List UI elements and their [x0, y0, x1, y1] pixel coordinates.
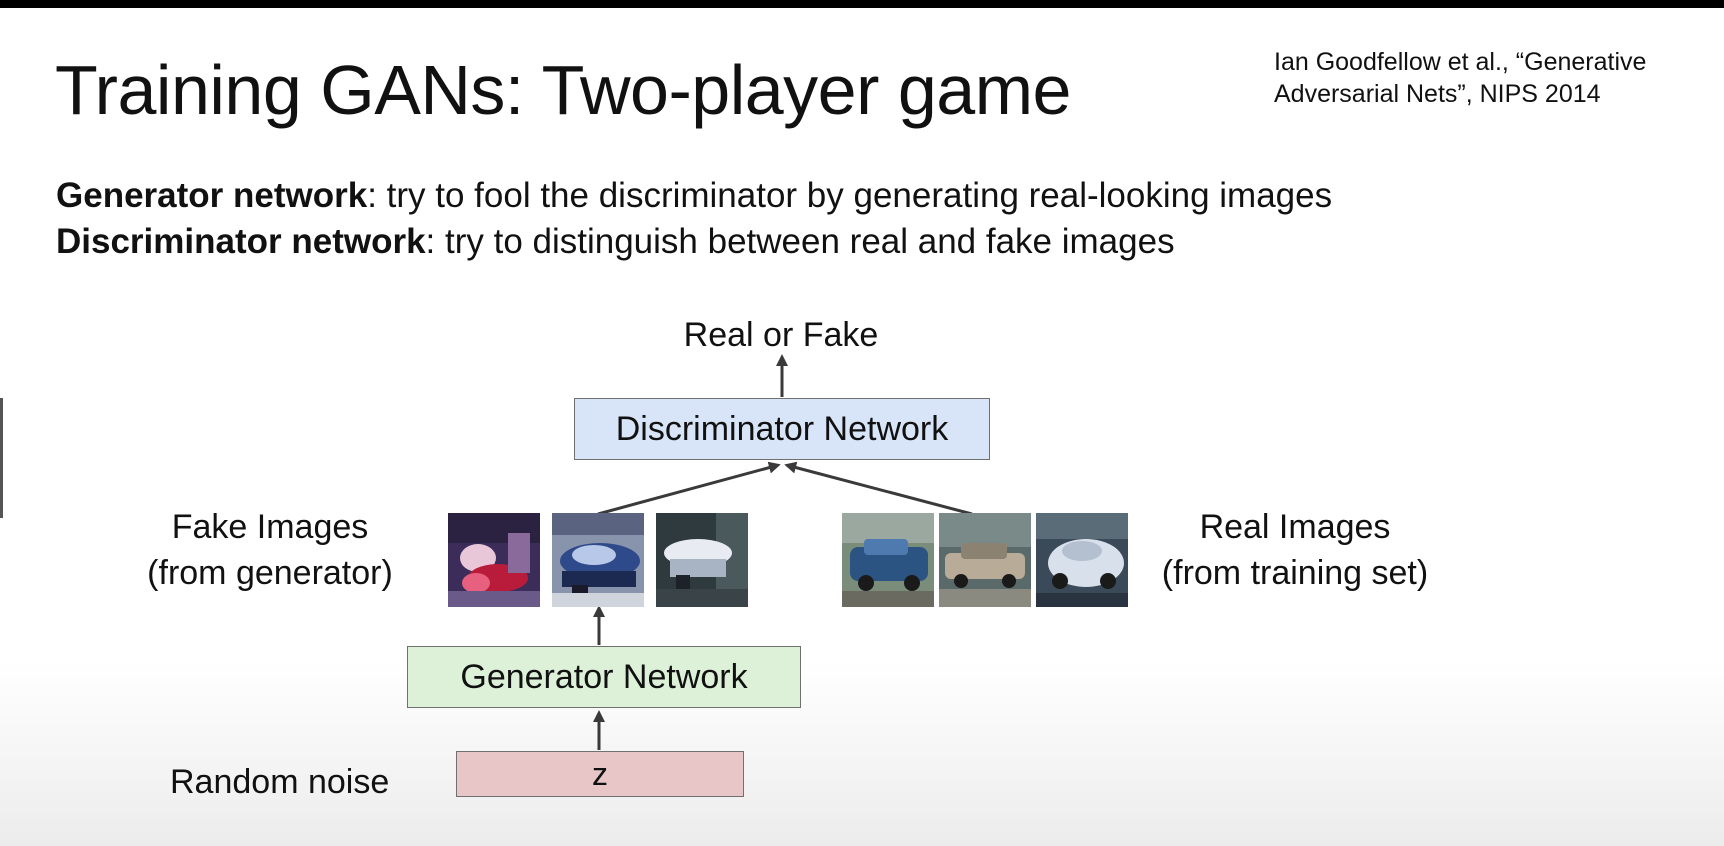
- discriminator-definition: : try to distinguish between real and fa…: [425, 222, 1175, 261]
- generator-definition: : try to fool the discriminator by gener…: [367, 176, 1333, 215]
- fake-images-source: (from generator): [147, 554, 393, 592]
- arrow-real-to-discriminator: [784, 461, 973, 516]
- generator-term: Generator network: [56, 176, 368, 215]
- discriminator-term: Discriminator network: [56, 222, 426, 261]
- discriminator-description: Discriminator network: try to distinguis…: [56, 222, 1175, 262]
- fake-images-label: Fake Images (from generator): [120, 504, 420, 596]
- output-label: Real or Fake: [683, 316, 879, 354]
- fake-image-2: [552, 513, 644, 607]
- diagram-arrows: [593, 354, 973, 750]
- fake-image-1: [448, 513, 540, 607]
- real-image-3: [1036, 513, 1128, 607]
- real-images-source: (from training set): [1161, 554, 1429, 592]
- citation-line-2: Adversarial Nets”, NIPS 2014: [1274, 80, 1601, 108]
- generator-network-box: Generator Network: [407, 646, 801, 708]
- generator-description: Generator network: try to fool the discr…: [56, 176, 1332, 216]
- real-image-2: [939, 513, 1031, 607]
- random-noise-label: Random noise: [170, 763, 390, 801]
- real-images-label: Real Images (from training set): [1130, 504, 1460, 596]
- slide-title: Training GANs: Two-player game: [55, 51, 1071, 129]
- fake-images-title: Fake Images: [171, 508, 369, 546]
- fake-image-3: [656, 513, 748, 607]
- slide: Training GANs: Two-player game Ian Goodf…: [0, 8, 1724, 846]
- arrow-fake-to-discriminator: [597, 461, 781, 516]
- real-images-title: Real Images: [1199, 508, 1391, 546]
- discriminator-network-box: Discriminator Network: [574, 398, 990, 460]
- real-image-1: [842, 513, 934, 607]
- noise-z-box: z: [456, 751, 744, 797]
- citation: Ian Goodfellow et al., “Generative Adver…: [1274, 46, 1646, 110]
- citation-line-1: Ian Goodfellow et al., “Generative: [1274, 48, 1647, 76]
- window-edge: [0, 398, 3, 518]
